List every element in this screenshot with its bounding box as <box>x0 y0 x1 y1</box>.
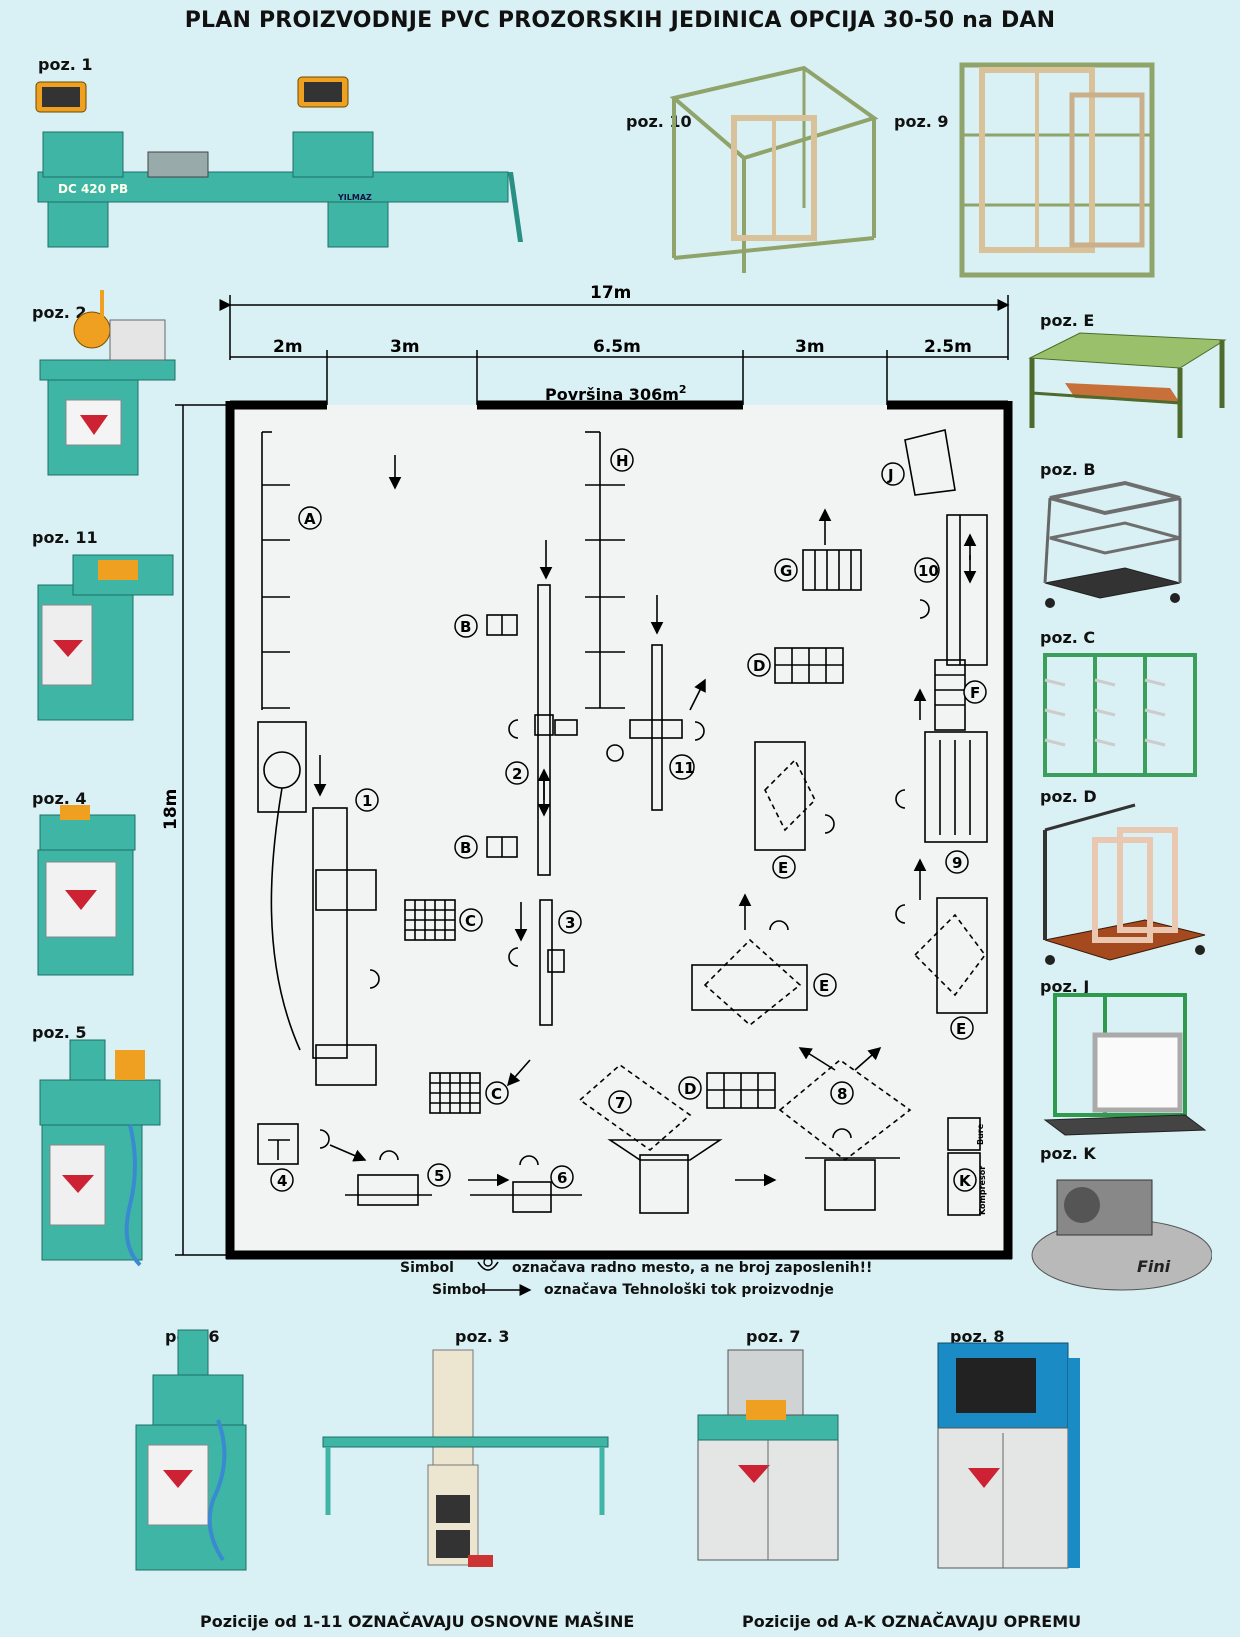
equipment-poz-c-rack <box>1043 653 1197 777</box>
label-poz-4: poz. 4 <box>32 789 87 808</box>
machine-poz-9-assembly-rack <box>959 62 1155 278</box>
legend-line-2-text: označava Tehnološki tok proizvodnje <box>544 1282 834 1298</box>
model-text: DC 420 PB <box>58 182 128 196</box>
footer-equipment-note: Pozicije od A-K OZNAČAVAJU OPREMU <box>742 1612 1082 1631</box>
svg-text:2: 2 <box>512 765 522 783</box>
svg-text:C: C <box>465 912 476 930</box>
machine-poz-5-copy-router <box>39 1039 161 1267</box>
flow-arrows <box>313 455 977 1187</box>
equipment-poz-d-sash-cart <box>1043 803 1206 965</box>
plan-markers: A H B B C C D D G J F E E E K 1 2 3 4 5 … <box>270 448 987 1192</box>
machine-poz-10-assembly-rack <box>669 65 879 273</box>
svg-text:G: G <box>780 562 792 580</box>
compressor-brand-text: Fini <box>1137 1257 1171 1276</box>
label-poz-3: poz. 3 <box>455 1327 510 1346</box>
dim-total-width: 17m <box>590 283 631 303</box>
workplace-symbols <box>319 599 930 1166</box>
dim-seg-2: 3m <box>390 337 420 357</box>
label-poz-c: poz. C <box>1040 628 1096 647</box>
machine-poz-11-end-milling <box>37 554 174 721</box>
dim-height: 18m <box>161 789 181 830</box>
svg-text:H: H <box>616 452 629 470</box>
svg-text:10: 10 <box>918 562 939 580</box>
svg-text:B: B <box>460 839 471 857</box>
svg-text:7: 7 <box>615 1094 625 1112</box>
svg-text:A: A <box>304 510 316 528</box>
label-poz-9: poz. 9 <box>894 112 949 131</box>
label-poz-e: poz. E <box>1040 311 1095 330</box>
equipment-poz-k-compressor: Fini <box>1031 1179 1212 1291</box>
footer-machines-note: Pozicije od 1-11 OZNAČAVAJU OSNOVNE MAŠI… <box>200 1612 635 1631</box>
machine-poz-1-double-mitre-saw: DC 420 PB YILMAZ <box>35 76 523 248</box>
machine-poz-6-lock-router <box>135 1329 247 1571</box>
label-poz-7: poz. 7 <box>746 1327 801 1346</box>
legend-line-2-prefix: Simbol <box>432 1282 486 1298</box>
svg-text:E: E <box>778 859 788 877</box>
equipment-poz-e-work-table <box>1028 332 1227 438</box>
svg-text:11: 11 <box>674 759 695 777</box>
dimension-lines <box>175 295 1010 1256</box>
label-poz-11: poz. 11 <box>32 528 98 547</box>
svg-text:6: 6 <box>557 1169 567 1187</box>
label-poz-5: poz. 5 <box>32 1023 87 1042</box>
label-poz-2: poz. 2 <box>32 303 87 322</box>
machine-poz-4-water-slot <box>37 805 136 976</box>
equipment-poz-j-window-cart <box>1043 993 1207 1136</box>
svg-text:D: D <box>753 657 765 675</box>
label-poz-j: poz. J <box>1040 977 1090 996</box>
kompresor-label: Kompresor <box>978 1166 987 1215</box>
svg-text:E: E <box>956 1020 966 1038</box>
dim-seg-5: 2.5m <box>924 337 972 357</box>
machine-poz-8-corner-cleaning <box>937 1342 1080 1569</box>
svg-text:4: 4 <box>277 1172 287 1190</box>
machine-poz-2-cutting-saw <box>39 290 176 476</box>
svg-text:K: K <box>959 1172 972 1190</box>
page-title: PLAN PROIZVODNJE PVC PROZORSKIH JEDINICA… <box>184 8 1056 33</box>
svg-text:8: 8 <box>837 1085 847 1103</box>
svg-text:D: D <box>684 1080 696 1098</box>
svg-text:9: 9 <box>952 854 962 872</box>
brand-text: YILMAZ <box>337 193 372 202</box>
bure-label: Bure <box>976 1123 985 1145</box>
legend-line-1-text: označava radno mesto, a ne broj zaposlen… <box>512 1260 873 1276</box>
label-poz-8: poz. 8 <box>950 1327 1005 1346</box>
dim-seg-1: 2m <box>273 337 303 357</box>
svg-text:C: C <box>491 1085 502 1103</box>
machine-poz-3-screwing <box>322 1349 609 1567</box>
svg-text:5: 5 <box>434 1167 444 1185</box>
equipment-poz-b-cart <box>1043 480 1182 608</box>
svg-text:F: F <box>970 684 980 702</box>
dim-seg-3: 6.5m <box>593 337 641 357</box>
label-poz-b: poz. B <box>1040 460 1096 479</box>
area-label: Površina 306m2 <box>545 383 687 404</box>
label-poz-k: poz. K <box>1040 1144 1096 1163</box>
dim-seg-4: 3m <box>795 337 825 357</box>
svg-text:3: 3 <box>565 914 575 932</box>
label-poz-d: poz. D <box>1040 787 1097 806</box>
machine-poz-7-welding <box>697 1349 839 1561</box>
svg-text:B: B <box>460 618 471 636</box>
label-poz-1: poz. 1 <box>38 55 93 74</box>
legend-workplace-symbol <box>477 1261 499 1271</box>
legend-line-1-prefix: Simbol <box>400 1260 454 1276</box>
svg-text:J: J <box>887 466 894 484</box>
svg-text:E: E <box>819 977 829 995</box>
room-walls <box>225 400 1013 1260</box>
svg-text:1: 1 <box>362 792 372 810</box>
